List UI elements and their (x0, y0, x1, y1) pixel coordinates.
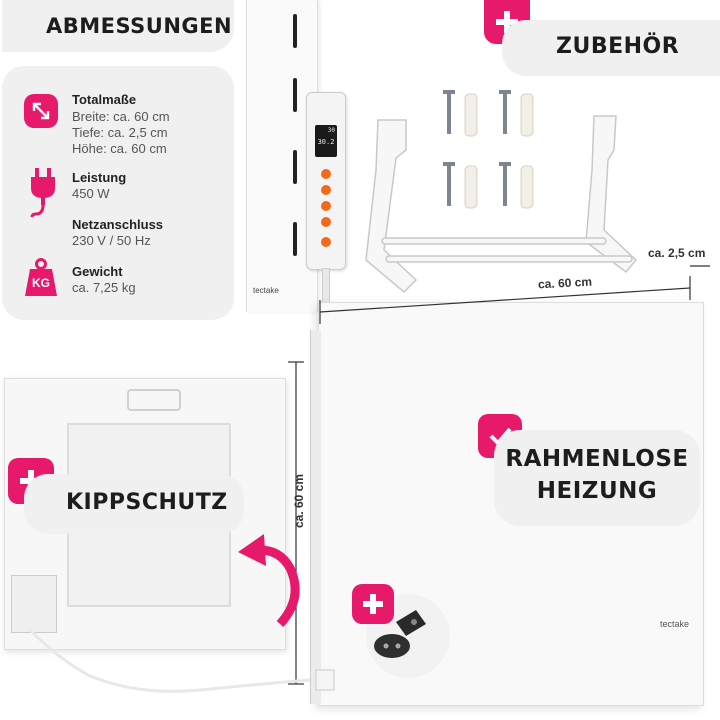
thermostat-button[interactable] (321, 185, 331, 195)
accessories-title-pill: ZUBEHÖR (502, 20, 720, 76)
side-slot (293, 222, 297, 256)
frameless-heating-pill: RAHMENLOSE HEIZUNG (494, 430, 700, 526)
power-label: Leistung (72, 170, 127, 185)
screws-and-dowels (436, 86, 546, 226)
dimensions-title: ABMESSUNGEN (46, 14, 233, 38)
weight-value: ca. 7,25 kg (72, 280, 136, 295)
heater-panel-edge (310, 330, 321, 704)
tilt-protection-title: KIPPSCHUTZ (66, 490, 228, 515)
weight-icon: KG (22, 258, 60, 298)
total-height-value: Höhe: ca. 60 cm (72, 141, 167, 156)
frameless-heating-line2: HEIZUNG (536, 478, 658, 504)
side-slot (293, 78, 297, 112)
tilt-protection-pill: KIPPSCHUTZ (24, 474, 244, 534)
feet-stand (356, 110, 646, 300)
specs-card: Totalmaße Breite: ca. 60 cm Tiefe: ca. 2… (2, 66, 234, 320)
total-width-value: Breite: ca. 60 cm (72, 109, 170, 124)
weight-label: Gewicht (72, 264, 123, 279)
accessories-title: ZUBEHÖR (556, 34, 680, 59)
side-slot (293, 150, 297, 184)
thermostat: 30 30.2 (306, 92, 346, 270)
depth-dimension-label: ca. 2,5 cm (648, 246, 706, 260)
side-logo: tectake (253, 286, 279, 295)
plug-icon (26, 168, 60, 218)
thermostat-screen: 30 30.2 (315, 125, 337, 157)
thermostat-display-top: 30 (327, 127, 335, 134)
thermostat-power-button[interactable] (321, 237, 331, 247)
side-slot (293, 14, 297, 48)
thermostat-button[interactable] (321, 217, 331, 227)
thermostat-button[interactable] (321, 201, 331, 211)
network-value: 230 V / 50 Hz (72, 233, 151, 248)
frameless-heating-line1: RAHMENLOSE (505, 446, 689, 472)
panel-logo: tectake (659, 619, 689, 629)
power-value: 450 W (72, 186, 110, 201)
thermostat-button[interactable] (321, 169, 331, 179)
junction-box (11, 575, 57, 633)
dimensions-title-pill: ABMESSUNGEN (2, 0, 234, 52)
weight-icon-text: KG (32, 276, 50, 290)
curved-arrow-icon (238, 534, 300, 628)
total-depth-value: Tiefe: ca. 2,5 cm (72, 125, 168, 140)
adapter-plus-icon (352, 584, 394, 624)
diagonal-arrow-icon (24, 94, 58, 128)
network-label: Netzanschluss (72, 217, 164, 232)
total-size-label: Totalmaße (72, 92, 137, 107)
mounting-handle (127, 389, 181, 411)
thermostat-display-main: 30.2 (317, 138, 335, 146)
adapter-plug-icon (374, 610, 426, 658)
